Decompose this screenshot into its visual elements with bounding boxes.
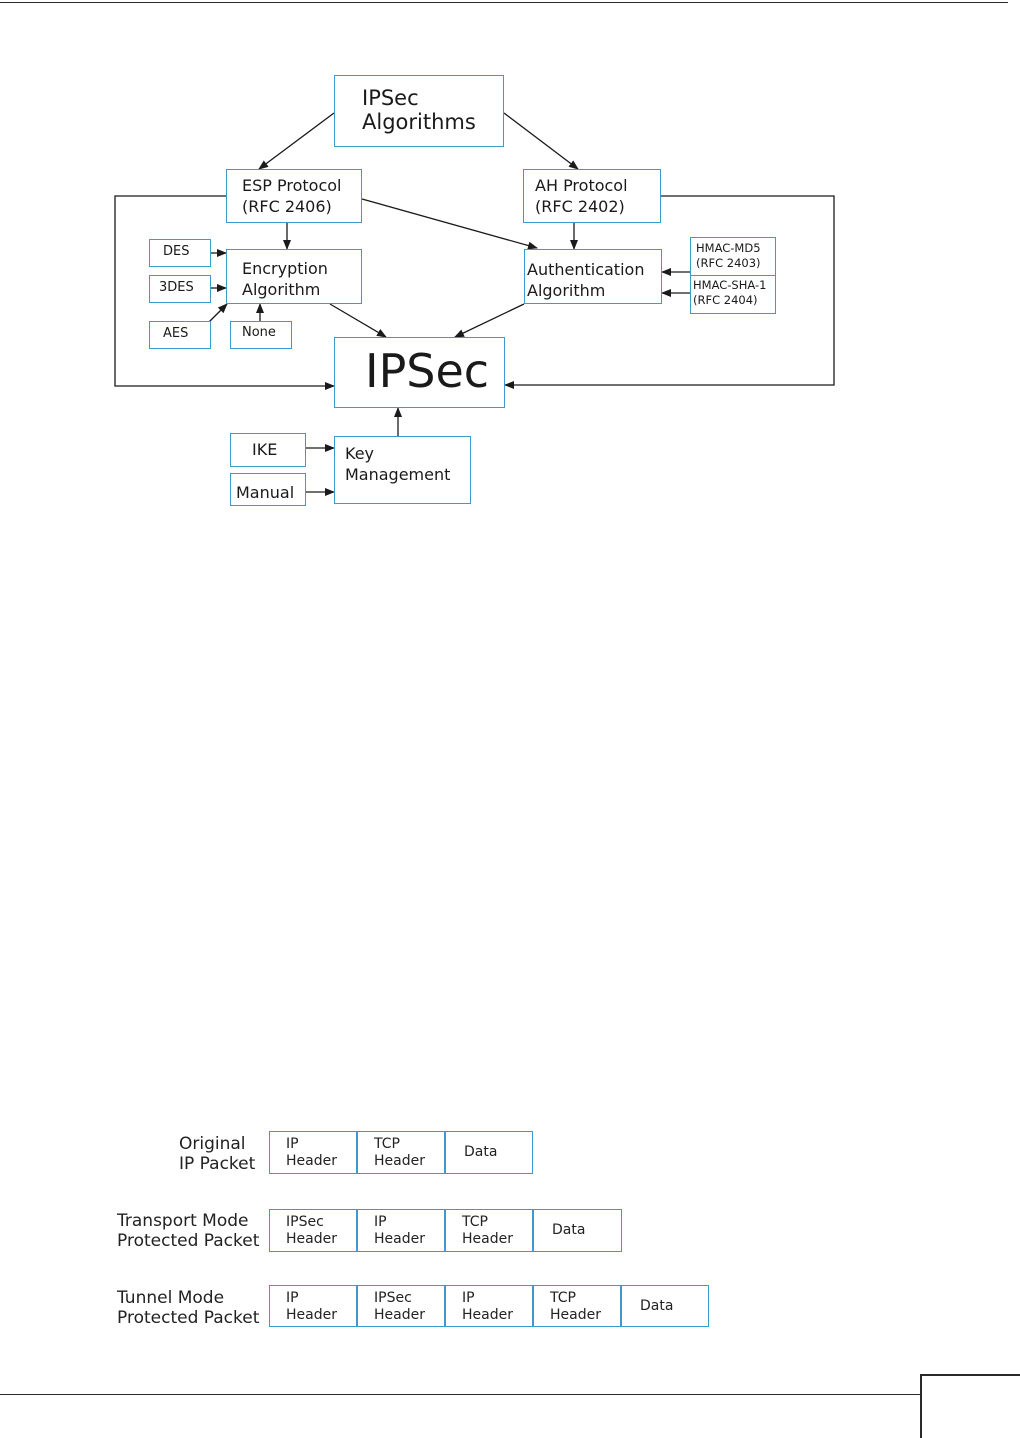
node-ipsec: IPSec [334, 337, 505, 408]
edge-encryption-ipsec [329, 303, 387, 338]
node-label: None [242, 325, 276, 340]
node-label: Authentication Algorithm [527, 260, 645, 300]
packet-label: Transport Mode Protected Packet [117, 1211, 260, 1251]
packet-cell: TCP Header [533, 1285, 621, 1327]
edge-aes-encryption [208, 303, 228, 323]
edge-authentication-ipsec [454, 303, 525, 338]
node-manual: Manual [230, 473, 306, 506]
node-label: Encryption Algorithm [242, 259, 328, 299]
page-number-box [920, 1374, 1020, 1438]
node-label: AES [163, 326, 189, 341]
packet-cell: IP Header [357, 1209, 445, 1252]
packet-cell: IP Header [269, 1131, 357, 1174]
packet-cell: Data [621, 1285, 709, 1327]
edge-algorithms-ah [503, 112, 579, 170]
node-label: Key Management [345, 444, 451, 484]
packet-label: Original IP Packet [179, 1134, 256, 1174]
diagram-arrows [114, 112, 835, 496]
edge-algorithms-esp [258, 112, 335, 170]
node-hmac-sha1: HMAC-SHA-1 (RFC 2404) [690, 275, 776, 314]
packet-cell: IP Header [445, 1285, 533, 1327]
edge-ah-ipsec-bypass [504, 195, 835, 389]
node-authentication-algorithm: Authentication Algorithm [524, 249, 662, 304]
node-label: IPSec Algorithms [362, 86, 476, 135]
header-rule [0, 2, 1008, 3]
packet-cell: TCP Header [445, 1209, 533, 1252]
node-label: HMAC-MD5 (RFC 2403) [696, 241, 761, 270]
packet-cell: Data [533, 1209, 622, 1252]
node-esp-protocol: ESP Protocol (RFC 2406) [226, 169, 362, 223]
node-label: IPSec [365, 344, 490, 398]
node-label: Manual [236, 483, 295, 502]
footer-rule [0, 1394, 920, 1395]
node-ike: IKE [230, 433, 306, 467]
node-encryption-algorithm: Encryption Algorithm [226, 249, 362, 304]
edge-esp-authentication [361, 198, 538, 250]
node-label: IKE [252, 440, 278, 459]
packet-cell: IPSec Header [357, 1285, 445, 1327]
node-label: DES [163, 244, 190, 259]
node-3des: 3DES [149, 275, 211, 303]
node-none: None [230, 321, 292, 349]
node-hmac-md5: HMAC-MD5 (RFC 2403) [690, 237, 776, 276]
edge-esp-ipsec-bypass [114, 195, 335, 390]
node-ipsec-algorithms: IPSec Algorithms [334, 75, 504, 147]
packet-cell: Data [445, 1131, 533, 1174]
node-des: DES [149, 239, 211, 267]
node-aes: AES [149, 321, 211, 349]
packet-cell: IP Header [269, 1285, 357, 1327]
packet-cell: IPSec Header [269, 1209, 357, 1252]
node-label: ESP Protocol (RFC 2406) [242, 176, 342, 216]
packet-label: Tunnel Mode Protected Packet [117, 1288, 260, 1328]
node-label: 3DES [159, 280, 194, 295]
node-ah-protocol: AH Protocol (RFC 2402) [523, 169, 661, 223]
node-label: AH Protocol (RFC 2402) [535, 176, 628, 216]
node-label: HMAC-SHA-1 (RFC 2404) [693, 278, 767, 307]
node-key-management: Key Management [334, 436, 471, 504]
packet-cell: TCP Header [357, 1131, 445, 1174]
